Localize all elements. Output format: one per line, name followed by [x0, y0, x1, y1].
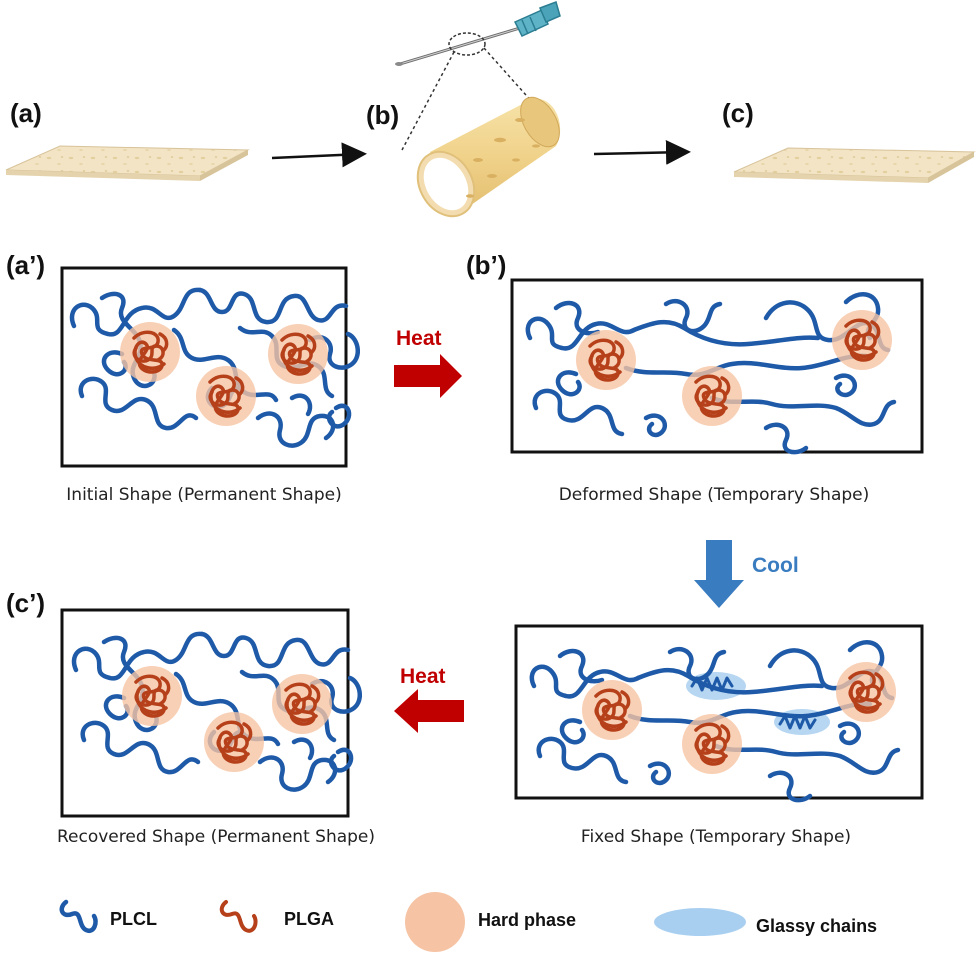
legend-glassy-chains: Glassy chains: [654, 908, 877, 936]
flat-scaffold-c: [733, 147, 976, 183]
panel-label-c-prime: (c’): [6, 588, 45, 618]
syringe-needle-icon: [395, 1, 561, 66]
legend-plcl-label: PLCL: [110, 909, 157, 929]
flat-scaffold-a: [5, 145, 250, 181]
rolled-tube-b: [416, 96, 561, 218]
deformed-shape-network: [528, 294, 894, 452]
plcl-chain-icon: [59, 899, 98, 934]
arrow-b-to-c: [593, 139, 691, 165]
caption-recovered: Recovered Shape (Permanent Shape): [57, 827, 375, 847]
heat-label-forward: Heat: [396, 327, 442, 350]
zoom-line-right: [483, 47, 551, 123]
arrow-a-to-b: [271, 142, 367, 168]
legend-plga-label: PLGA: [284, 909, 334, 929]
plga-chain-icon: [219, 900, 258, 933]
panel-label-c: (c): [722, 98, 754, 128]
heat-arrow-right-icon: [394, 354, 462, 398]
panel-label-b-prime: (b’): [466, 250, 506, 280]
recovered-shape-network: [74, 634, 360, 790]
legend-hard-phase: Hard phase: [405, 892, 576, 952]
caption-initial: Initial Shape (Permanent Shape): [66, 485, 341, 505]
panel-label-a-prime: (a’): [6, 250, 45, 280]
fixed-shape-box: [514, 624, 924, 800]
legend: PLCL PLGA Hard phase Glassy chains: [59, 892, 877, 952]
caption-deformed: Deformed Shape (Temporary Shape): [559, 485, 870, 505]
legend-plcl: PLCL: [59, 899, 157, 934]
cool-label: Cool: [752, 554, 799, 577]
initial-shape-network: [72, 290, 358, 446]
caption-fixed: Fixed Shape (Temporary Shape): [581, 827, 851, 847]
heat-label-back: Heat: [400, 665, 446, 688]
cool-arrow-down-icon: [694, 540, 744, 608]
zoom-line-left: [401, 51, 455, 151]
legend-glassy-chains-label: Glassy chains: [756, 916, 877, 936]
hard-phase-swatch: [405, 892, 465, 952]
legend-plga: PLGA: [219, 900, 334, 933]
zoom-circle: [448, 32, 486, 56]
panel-label-b: (b): [366, 100, 399, 130]
fixed-shape-network: [532, 642, 898, 800]
glassy-chains-swatch: [654, 908, 746, 936]
heat-arrow-left-icon: [394, 689, 464, 733]
panel-label-a: (a): [10, 98, 42, 128]
deformed-shape-box: [510, 278, 924, 454]
legend-hard-phase-label: Hard phase: [478, 910, 576, 930]
